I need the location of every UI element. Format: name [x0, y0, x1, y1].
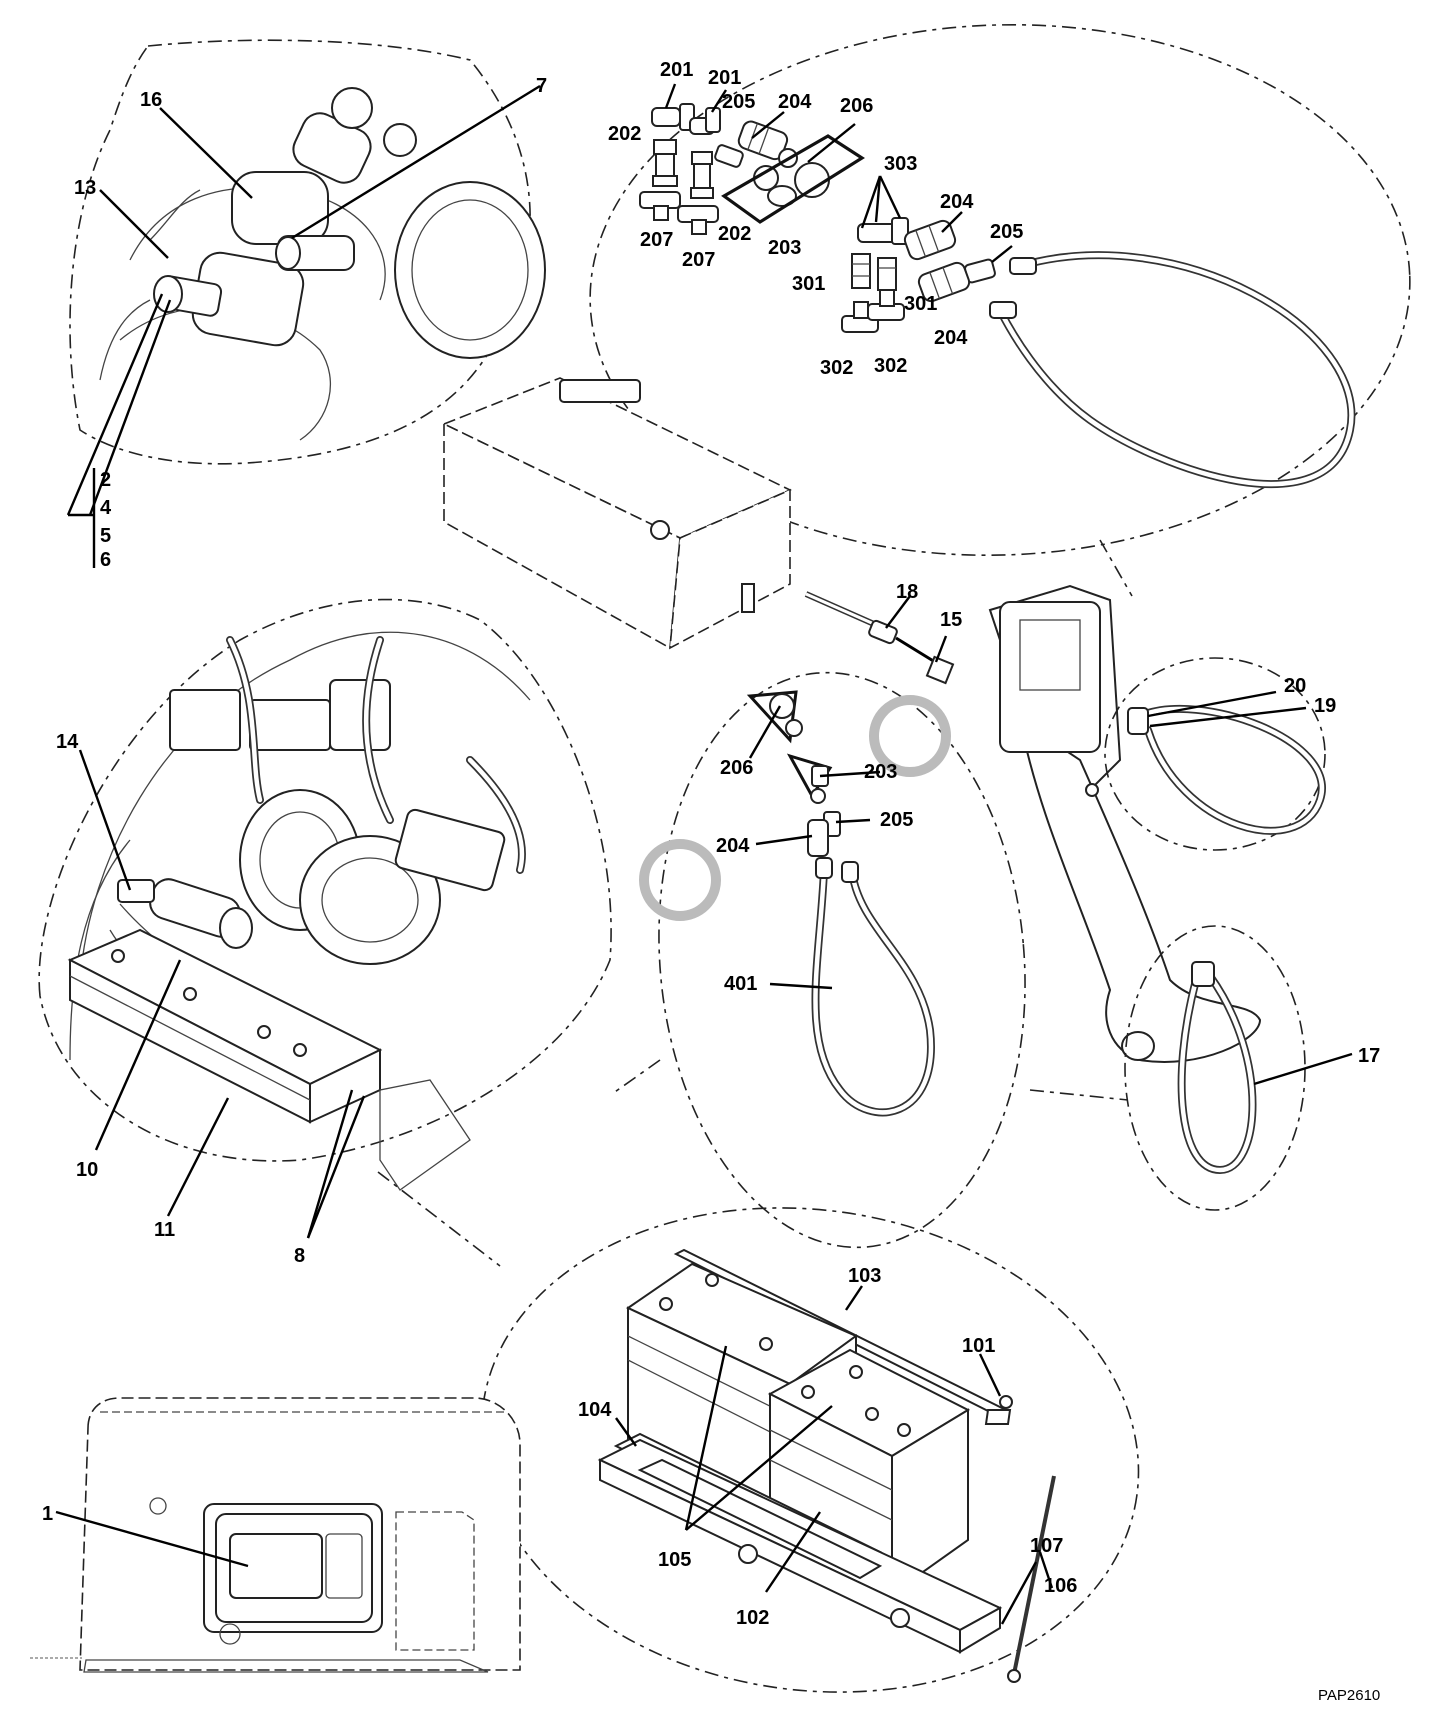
- tee-fitting-207-left: [639, 191, 681, 221]
- callout-4: 4: [100, 497, 112, 519]
- tee-fitting-302-right: [867, 289, 905, 321]
- adapter-202-right: [690, 151, 714, 199]
- callout-16: 16: [140, 89, 162, 111]
- spacer-102: [637, 1458, 883, 1580]
- callout-206-a: 206: [840, 95, 873, 117]
- bolt-101: [999, 1395, 1013, 1409]
- callout-202-a: 202: [608, 123, 641, 145]
- callout-101: 101: [962, 1335, 995, 1357]
- callout-13: 13: [74, 177, 96, 199]
- solenoid-16: [231, 171, 329, 245]
- tee-fitting-207-right: [677, 205, 719, 235]
- quick-coupler-204-bottom: [807, 819, 829, 857]
- callout-14: 14: [56, 731, 79, 753]
- fittings-leaders: [664, 83, 1013, 263]
- dust-plug-203-body: [767, 185, 797, 207]
- solenoid-detail-view: [69, 39, 546, 465]
- fitting-205-upper: [714, 144, 744, 168]
- elbow-fitting-201-left: [651, 103, 695, 131]
- solenoid-leaders: [66, 84, 541, 568]
- callout-7: 7: [536, 75, 547, 97]
- cap-plug-kit-outline: [721, 134, 865, 224]
- callout-301-a: 301: [792, 273, 825, 295]
- callout-6: 6: [100, 549, 111, 571]
- hold-down-rod-106: [1012, 1475, 1056, 1675]
- adapter-301-right: [877, 257, 897, 291]
- callout-11: 11: [154, 1219, 175, 1241]
- engine-leaders: [78, 749, 366, 1239]
- callout-204-c: 204: [934, 327, 968, 349]
- callout-203-b: 203: [864, 761, 897, 783]
- quick-coupler-204-upper: [737, 120, 789, 161]
- callout-401: 401: [724, 973, 757, 995]
- adapter-202-left: [652, 139, 678, 187]
- callout-105: 105: [658, 1549, 691, 1571]
- callout-106: 106: [1044, 1575, 1077, 1597]
- callout-204-d: 204: [716, 835, 750, 857]
- engine-compartment: [38, 598, 612, 1191]
- callout-201-a: 201: [660, 59, 693, 81]
- callout-8: 8: [294, 1245, 305, 1267]
- callout-1: 1: [42, 1503, 53, 1525]
- arm-leaders: [1147, 690, 1353, 1086]
- lift-arm: [988, 584, 1326, 1211]
- adapter-301-left: [851, 253, 871, 289]
- callout-301-b: 301: [904, 293, 937, 315]
- hose-loop-upper: [996, 251, 1356, 489]
- drawing-reference: PAP2610: [1318, 1687, 1380, 1704]
- dust-cap-206-lower: [746, 690, 798, 744]
- callout-302-b: 302: [874, 355, 907, 377]
- hose-detail-view: [639, 671, 1026, 1249]
- callout-205-c: 205: [880, 809, 913, 831]
- callout-labels: 1 2 4 5 6 7 8 10 11 13 14 15 16 17 18 19…: [42, 59, 1380, 1704]
- callout-205-a: 205: [722, 91, 755, 113]
- callout-15: 15: [940, 609, 962, 631]
- locator-view: [30, 1397, 521, 1673]
- callout-2: 2: [100, 469, 111, 491]
- callout-17: 17: [1358, 1045, 1380, 1067]
- callout-207-b: 207: [682, 249, 715, 271]
- callout-302-a: 302: [820, 357, 853, 379]
- callout-201-b: 201: [708, 67, 741, 89]
- round-cylinder: [394, 181, 546, 359]
- callout-103: 103: [848, 1265, 881, 1287]
- callout-202-b: 202: [718, 223, 751, 245]
- battery-engine-bay: [67, 928, 383, 1124]
- tank-assembly: [442, 377, 792, 650]
- callout-5: 5: [100, 525, 111, 547]
- callout-19: 19: [1314, 695, 1336, 717]
- callout-207-a: 207: [640, 229, 673, 251]
- battery-detail-view: [480, 1207, 1140, 1693]
- locator-leaders: [55, 1510, 249, 1568]
- view-connection-lines: [377, 539, 1133, 1267]
- battery-location-1: [203, 1503, 383, 1633]
- callout-107: 107: [1030, 1535, 1063, 1557]
- callout-104: 104: [578, 1399, 612, 1421]
- rod-and-sensor: [804, 591, 955, 685]
- callout-303: 303: [884, 153, 917, 175]
- battery-leaders: [615, 1285, 1054, 1625]
- rod-leaders: [885, 595, 948, 663]
- elbow-fitting-201-right: [689, 107, 721, 135]
- callout-204-b: 204: [940, 191, 974, 213]
- dust-cap-206-upper: [794, 162, 830, 198]
- callout-206-b: 206: [720, 757, 753, 779]
- callout-10: 10: [76, 1159, 98, 1181]
- callout-102: 102: [736, 1607, 769, 1629]
- elbow-fitting-303: [857, 217, 909, 245]
- callout-204-a: 204: [778, 91, 812, 113]
- quick-coupler-204-lower: [917, 261, 971, 303]
- hose-detail-leaders: [748, 705, 881, 990]
- callout-18: 18: [896, 581, 918, 603]
- callout-203-a: 203: [768, 237, 801, 259]
- callout-20: 20: [1284, 675, 1306, 697]
- callout-205-b: 205: [990, 221, 1023, 243]
